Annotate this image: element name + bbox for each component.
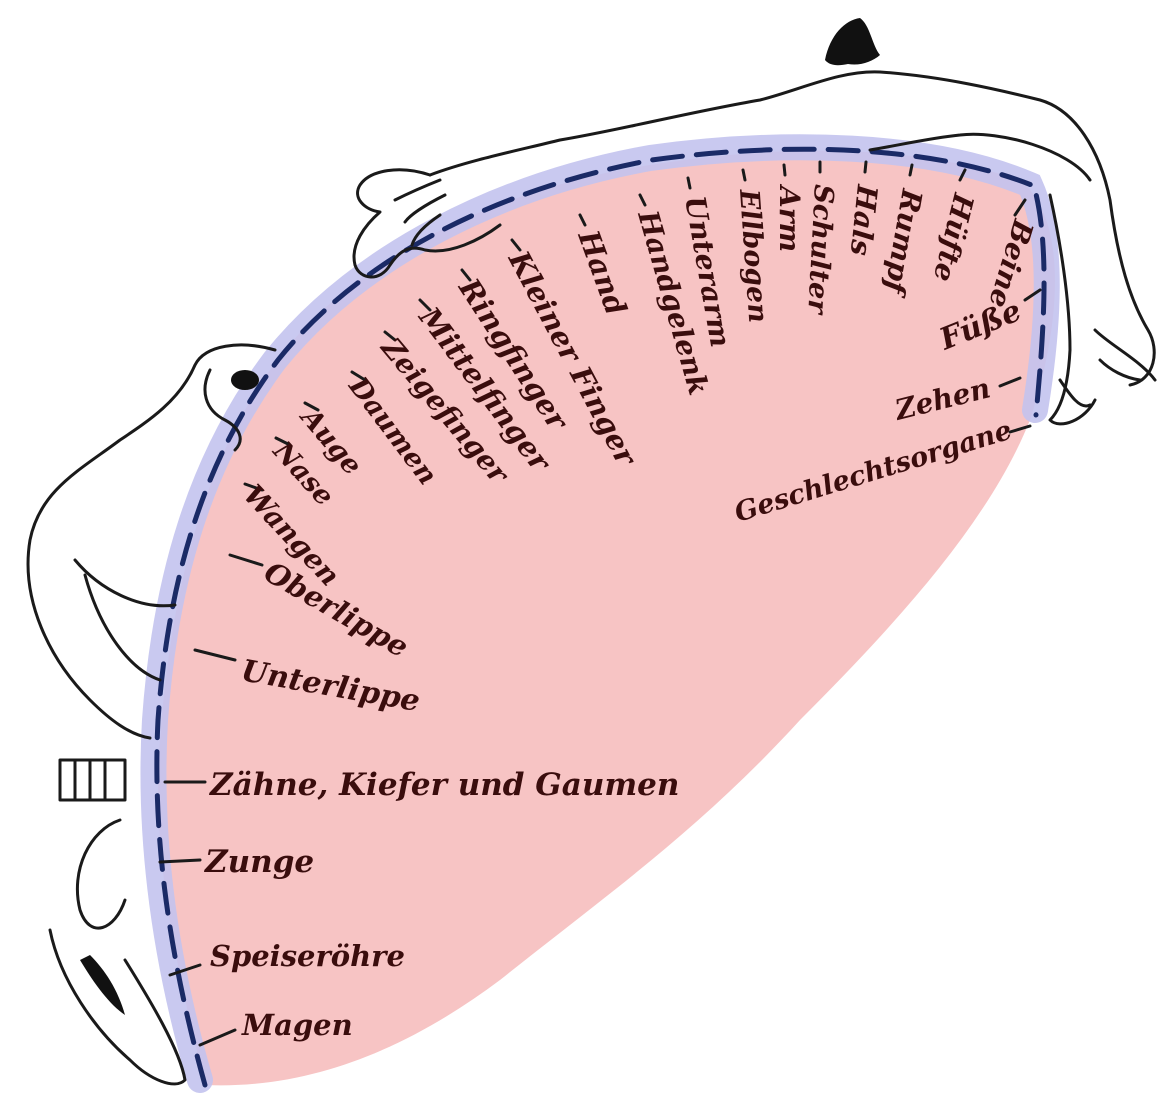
tongue-outline [77,820,125,928]
eye [231,370,259,390]
label-speiseroehre: Speiseröhre [210,939,405,973]
esophagus-shading [80,955,125,1015]
label-zunge: Zunge [203,844,314,880]
tick-zunge [160,860,200,862]
tick-rumpf [910,165,912,175]
tick-ellbogen [743,170,745,180]
hair [825,18,880,65]
tick-hals [865,162,866,172]
label-zaehne: Zähne, Kiefer und Gaumen [208,767,679,803]
foot-outline [1060,330,1155,406]
label-magen: Magen [241,1008,353,1042]
tick-arm [784,165,785,175]
teeth-block [60,760,125,800]
tick-unterarm [688,178,690,188]
label-arm: Arm [773,183,806,252]
